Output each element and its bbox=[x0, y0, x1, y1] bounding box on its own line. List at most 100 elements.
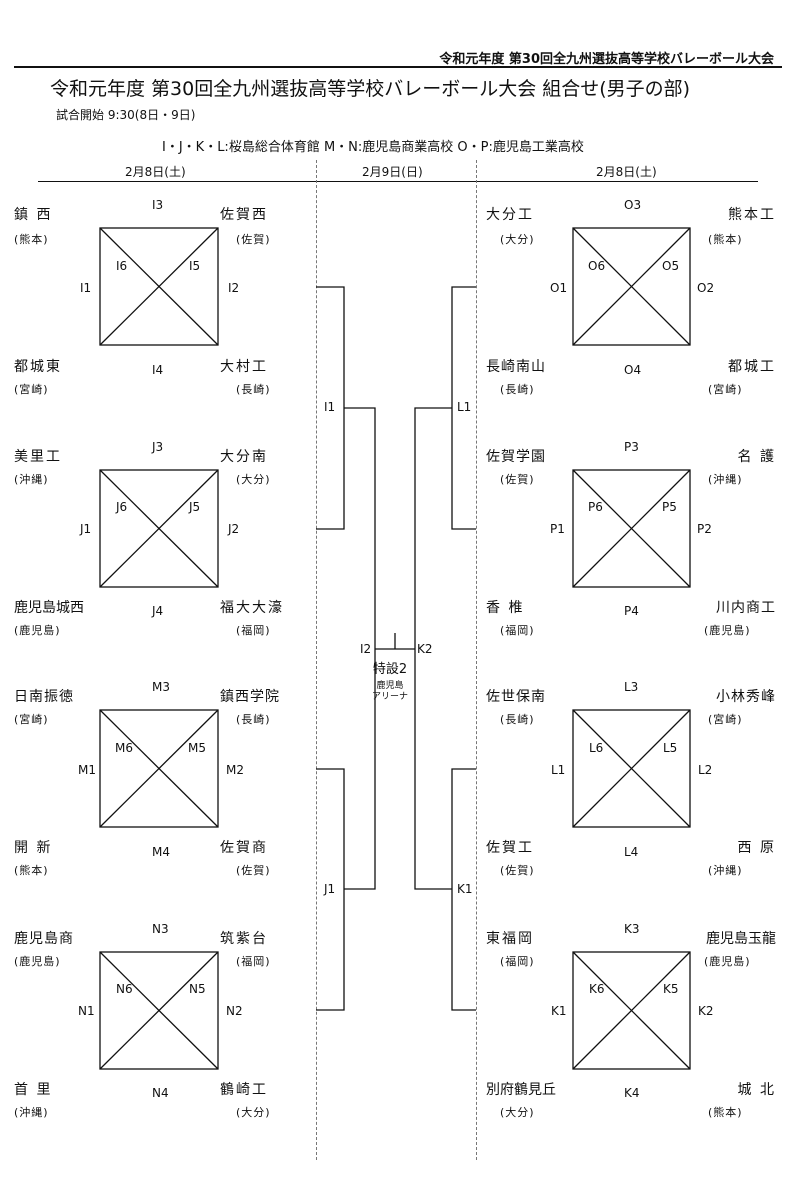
team-pref: (長崎) bbox=[500, 383, 535, 396]
match-label: J4 bbox=[152, 604, 164, 618]
group-box-K bbox=[572, 951, 691, 1070]
team-pref: (熊本) bbox=[14, 233, 49, 246]
team-name: 佐賀商 bbox=[220, 840, 268, 856]
team-pref: (大分) bbox=[500, 233, 535, 246]
match-label: M4 bbox=[152, 845, 170, 859]
header-rule bbox=[14, 66, 782, 68]
team-pref: (鹿児島) bbox=[14, 955, 61, 968]
group-box-I bbox=[99, 227, 219, 346]
team-name: 長崎南山 bbox=[486, 359, 546, 375]
team-pref: (沖縄) bbox=[708, 473, 743, 486]
match-label: L3 bbox=[624, 680, 639, 694]
team-pref: (大分) bbox=[500, 1106, 535, 1119]
match-label: N1 bbox=[78, 1004, 95, 1018]
match-label: K1 bbox=[551, 1004, 567, 1018]
team-name: 鹿児島商 bbox=[14, 931, 74, 947]
team-name: 美里工 bbox=[14, 449, 62, 465]
team-pref: (長崎) bbox=[236, 713, 271, 726]
match-label: N3 bbox=[152, 922, 169, 936]
date-right: 2月8日(土) bbox=[596, 165, 657, 179]
team-name: 福大大濠 bbox=[220, 600, 284, 616]
match-label: K5 bbox=[663, 982, 679, 996]
team-name: 鹿児島玉龍 bbox=[706, 931, 776, 947]
team-pref: (福岡) bbox=[500, 624, 535, 637]
match-label: O6 bbox=[588, 259, 606, 273]
label-final-right: K2 bbox=[417, 642, 433, 656]
match-label: N5 bbox=[189, 982, 206, 996]
label-left-semi-bottom: J1 bbox=[324, 882, 336, 896]
start-time: 試合開始 9:30(8日・9日) bbox=[56, 108, 196, 122]
date-left: 2月8日(土) bbox=[125, 165, 186, 179]
team-pref: (鹿児島) bbox=[704, 624, 751, 637]
match-label: J5 bbox=[189, 500, 201, 514]
match-label: O1 bbox=[550, 281, 568, 295]
group-box-P bbox=[572, 469, 691, 588]
team-pref: (沖縄) bbox=[14, 1106, 49, 1119]
team-name: 鎮 西 bbox=[14, 207, 53, 223]
team-pref: (佐賀) bbox=[500, 473, 535, 486]
date-rule bbox=[38, 181, 758, 182]
match-label: J6 bbox=[116, 500, 128, 514]
team-name: 川内商工 bbox=[716, 600, 776, 616]
match-label: L1 bbox=[551, 763, 566, 777]
match-label: M1 bbox=[78, 763, 96, 777]
team-name: 首 里 bbox=[14, 1082, 53, 1098]
team-name: 筑紫台 bbox=[220, 931, 268, 947]
team-name: 熊本工 bbox=[728, 207, 776, 223]
team-name: 大分工 bbox=[486, 207, 534, 223]
team-name: 香 椎 bbox=[486, 600, 525, 616]
team-name: 名 護 bbox=[737, 449, 776, 465]
group-box-L bbox=[572, 709, 691, 828]
team-name: 小林秀峰 bbox=[716, 689, 776, 705]
page-title: 令和元年度 第30回全九州選抜高等学校バレーボール大会 組合せ(男子の部) bbox=[50, 78, 691, 100]
team-pref: (宮崎) bbox=[708, 383, 743, 396]
group-box-J bbox=[99, 469, 219, 588]
label-final-left: I2 bbox=[360, 642, 372, 656]
match-label: P2 bbox=[697, 522, 712, 536]
match-label: O3 bbox=[624, 198, 642, 212]
group-box-O bbox=[572, 227, 691, 346]
match-label: P6 bbox=[588, 500, 603, 514]
match-label: J3 bbox=[152, 440, 164, 454]
match-label: K6 bbox=[589, 982, 605, 996]
team-name: 西 原 bbox=[737, 840, 776, 856]
match-label: I5 bbox=[189, 259, 201, 273]
team-name: 佐賀学園 bbox=[486, 449, 546, 465]
final-venue: 特設2 鹿児島 アリーナ bbox=[364, 658, 416, 703]
team-name: 都城工 bbox=[728, 359, 776, 375]
team-pref: (熊本) bbox=[708, 233, 743, 246]
team-pref: (福岡) bbox=[236, 624, 271, 637]
team-name: 別府鶴見丘 bbox=[486, 1082, 556, 1098]
team-pref: (福岡) bbox=[236, 955, 271, 968]
team-pref: (大分) bbox=[236, 473, 271, 486]
match-label: J2 bbox=[228, 522, 240, 536]
venue-list: I・J・K・L:桜島総合体育館 M・N:鹿児島商業高校 O・P:鹿児島工業高校 bbox=[162, 140, 584, 155]
final-venue-sub1: 鹿児島 bbox=[376, 681, 404, 691]
team-pref: (宮崎) bbox=[708, 713, 743, 726]
header-top-title: 令和元年度 第30回全九州選抜高等学校バレーボール大会 bbox=[439, 52, 774, 67]
label-right-semi-bottom: K1 bbox=[457, 882, 473, 896]
match-label: M2 bbox=[226, 763, 244, 777]
team-name: 城 北 bbox=[737, 1082, 776, 1098]
match-label: K2 bbox=[698, 1004, 714, 1018]
match-label: M5 bbox=[188, 741, 206, 755]
final-venue-name: 特設2 bbox=[372, 662, 408, 677]
team-name: 開 新 bbox=[14, 840, 53, 856]
team-name: 佐賀西 bbox=[220, 207, 268, 223]
team-pref: (長崎) bbox=[236, 383, 271, 396]
match-label: J1 bbox=[80, 522, 92, 536]
team-pref: (宮崎) bbox=[14, 383, 49, 396]
team-pref: (鹿児島) bbox=[14, 624, 61, 637]
date-center: 2月9日(日) bbox=[362, 165, 423, 179]
team-name: 東福岡 bbox=[486, 931, 534, 947]
divider-right bbox=[476, 160, 477, 1160]
label-right-semi-top: L1 bbox=[457, 400, 472, 414]
team-pref: (熊本) bbox=[14, 864, 49, 877]
match-label: L4 bbox=[624, 845, 639, 859]
team-name: 大分南 bbox=[220, 449, 268, 465]
match-label: N6 bbox=[116, 982, 133, 996]
group-box-N bbox=[99, 951, 219, 1070]
match-label: I6 bbox=[116, 259, 128, 273]
team-pref: (佐賀) bbox=[236, 864, 271, 877]
